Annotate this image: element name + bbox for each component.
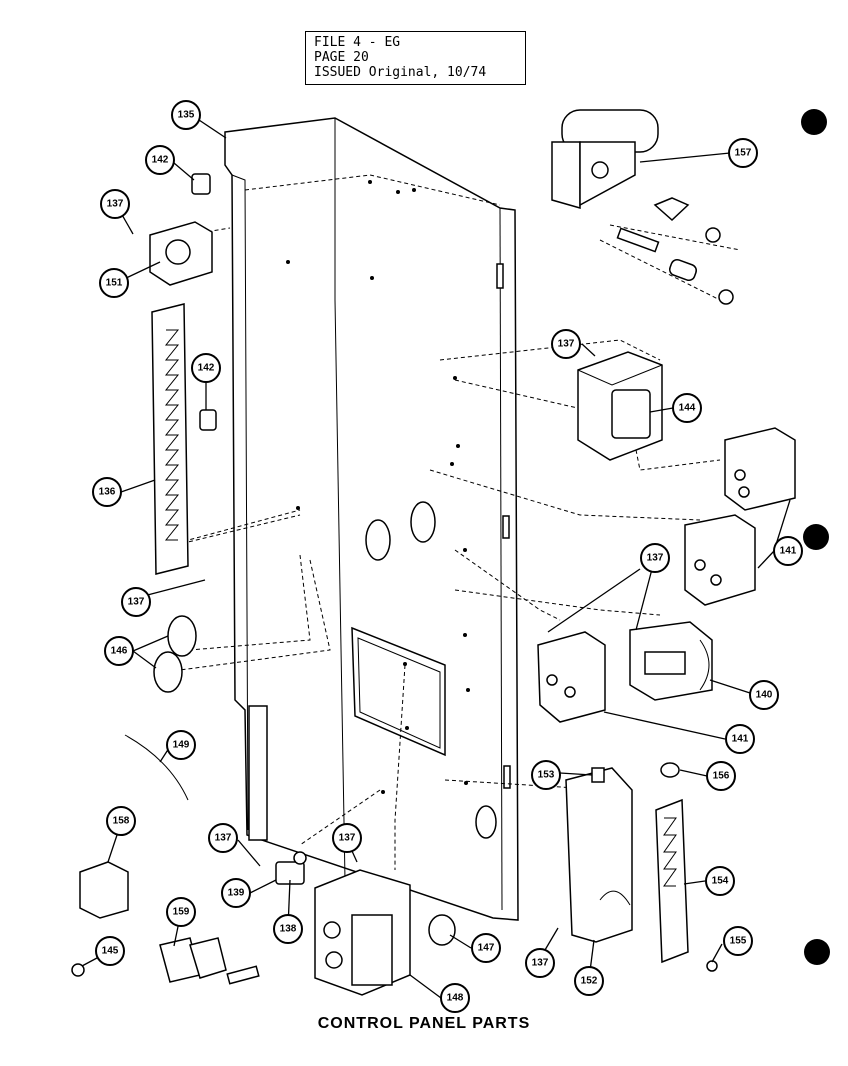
screw-145 bbox=[71, 963, 85, 977]
svg-text:155: 155 bbox=[730, 936, 747, 947]
page-line: PAGE 20 bbox=[314, 50, 369, 65]
file-info-box: FILE 4 - EG PAGE 20 ISSUED Original, 10/… bbox=[305, 31, 526, 85]
svg-text:137: 137 bbox=[647, 553, 664, 564]
contactor-148 bbox=[314, 869, 411, 996]
diagram-caption: CONTROL PANEL PARTS bbox=[317, 1015, 531, 1032]
callout-153: 153 bbox=[531, 760, 561, 790]
callout-148: 148 bbox=[440, 983, 470, 1013]
svg-text:157: 157 bbox=[735, 148, 752, 159]
callout-147: 147 bbox=[471, 933, 501, 963]
svg-text:146: 146 bbox=[111, 646, 128, 657]
svg-text:159: 159 bbox=[173, 907, 190, 918]
capacitor-157 bbox=[551, 109, 734, 305]
callout-137-lower-right: 137 bbox=[525, 948, 555, 978]
bracket-159 bbox=[159, 937, 260, 985]
switch-138-139 bbox=[275, 851, 307, 885]
callout-159: 159 bbox=[166, 897, 196, 927]
svg-text:140: 140 bbox=[756, 690, 773, 701]
callout-137-lower-left: 137 bbox=[208, 823, 238, 853]
callout-154: 154 bbox=[705, 866, 735, 896]
screw-155 bbox=[706, 960, 718, 972]
svg-text:141: 141 bbox=[780, 546, 797, 557]
callout-146: 146 bbox=[104, 636, 134, 666]
callout-157: 157 bbox=[728, 138, 758, 168]
callout-142-lower: 142 bbox=[191, 353, 221, 383]
svg-text:139: 139 bbox=[228, 888, 245, 899]
relay-141-lower bbox=[537, 631, 606, 723]
bracket-153 bbox=[591, 767, 605, 783]
callout-137-transformer: 137 bbox=[551, 329, 581, 359]
relay-140 bbox=[629, 621, 713, 701]
relay-141-upper bbox=[684, 427, 796, 606]
svg-text:152: 152 bbox=[581, 976, 598, 987]
callout-137-upper-left: 137 bbox=[100, 189, 130, 219]
binder-hole-bottom bbox=[804, 939, 830, 965]
svg-text:137: 137 bbox=[215, 833, 232, 844]
callout-145: 145 bbox=[95, 936, 125, 966]
switch-151 bbox=[149, 221, 213, 286]
issued-line: ISSUED Original, 10/74 bbox=[314, 65, 487, 80]
svg-text:137: 137 bbox=[339, 833, 356, 844]
svg-text:142: 142 bbox=[152, 155, 169, 166]
svg-text:136: 136 bbox=[99, 487, 116, 498]
svg-text:145: 145 bbox=[102, 946, 119, 957]
file-line: FILE 4 - EG bbox=[314, 35, 401, 50]
clip-142-lower bbox=[199, 409, 217, 431]
callout-137-mid-left: 137 bbox=[121, 587, 151, 617]
callout-155: 155 bbox=[723, 926, 753, 956]
transformer-144 bbox=[577, 351, 663, 461]
svg-text:144: 144 bbox=[679, 403, 696, 414]
callout-151: 151 bbox=[99, 268, 129, 298]
indicator-lights-146 bbox=[153, 615, 197, 693]
svg-text:154: 154 bbox=[712, 876, 729, 887]
plug-158 bbox=[79, 861, 129, 919]
cover-152 bbox=[565, 767, 633, 943]
callout-137-lower-center: 137 bbox=[332, 823, 362, 853]
callout-141-upper: 141 bbox=[773, 536, 803, 566]
svg-text:156: 156 bbox=[713, 771, 730, 782]
callout-140: 140 bbox=[749, 680, 779, 710]
wire-harness-149 bbox=[124, 734, 189, 801]
callout-156: 156 bbox=[706, 761, 736, 791]
callout-136: 136 bbox=[92, 477, 122, 507]
svg-text:142: 142 bbox=[198, 363, 215, 374]
panel-mounting-holes bbox=[286, 180, 470, 794]
callout-135: 135 bbox=[171, 100, 201, 130]
control-panel-135 bbox=[224, 117, 519, 921]
svg-text:151: 151 bbox=[106, 278, 123, 289]
svg-text:147: 147 bbox=[478, 943, 495, 954]
svg-text:135: 135 bbox=[178, 110, 195, 121]
grommet-147 bbox=[428, 914, 456, 946]
terminal-block-154 bbox=[655, 798, 689, 964]
svg-text:148: 148 bbox=[447, 993, 464, 1004]
svg-text:138: 138 bbox=[280, 924, 297, 935]
callout-158: 158 bbox=[106, 806, 136, 836]
svg-text:137: 137 bbox=[558, 339, 575, 350]
callout-137-mid-right: 137 bbox=[640, 543, 670, 573]
clip-142-upper bbox=[191, 173, 211, 195]
svg-text:137: 137 bbox=[128, 597, 145, 608]
binder-hole-top bbox=[801, 109, 827, 135]
callout-142-upper: 142 bbox=[145, 145, 175, 175]
callout-141-lower: 141 bbox=[725, 724, 755, 754]
clip-156 bbox=[660, 762, 680, 778]
callout-144: 144 bbox=[672, 393, 702, 423]
svg-text:137: 137 bbox=[532, 958, 549, 969]
svg-text:153: 153 bbox=[538, 770, 555, 781]
svg-text:158: 158 bbox=[113, 816, 130, 827]
svg-text:141: 141 bbox=[732, 734, 749, 745]
terminal-strip-136 bbox=[151, 303, 189, 575]
svg-text:149: 149 bbox=[173, 740, 190, 751]
callout-152: 152 bbox=[574, 966, 604, 996]
callout-149: 149 bbox=[166, 730, 196, 760]
callout-138: 138 bbox=[273, 914, 303, 944]
svg-text:137: 137 bbox=[107, 199, 124, 210]
callout-139: 139 bbox=[221, 878, 251, 908]
binder-hole-middle bbox=[803, 524, 829, 550]
